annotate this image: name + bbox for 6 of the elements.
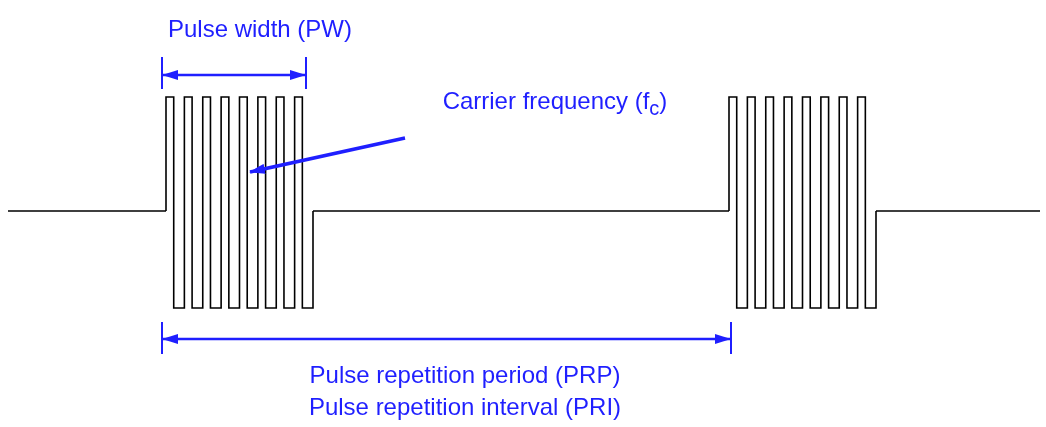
pulse-burst (165, 96, 314, 309)
leader-line (249, 136, 406, 174)
dimension-label: Pulse width (PW) (166, 14, 353, 44)
dimension-label: Pulse repetition period (PRP) (308, 360, 622, 390)
callout-text: Carrier frequency (f$_{c}$) (441, 86, 669, 121)
dimension-label: Pulse repetition interval (PRI) (307, 392, 623, 422)
